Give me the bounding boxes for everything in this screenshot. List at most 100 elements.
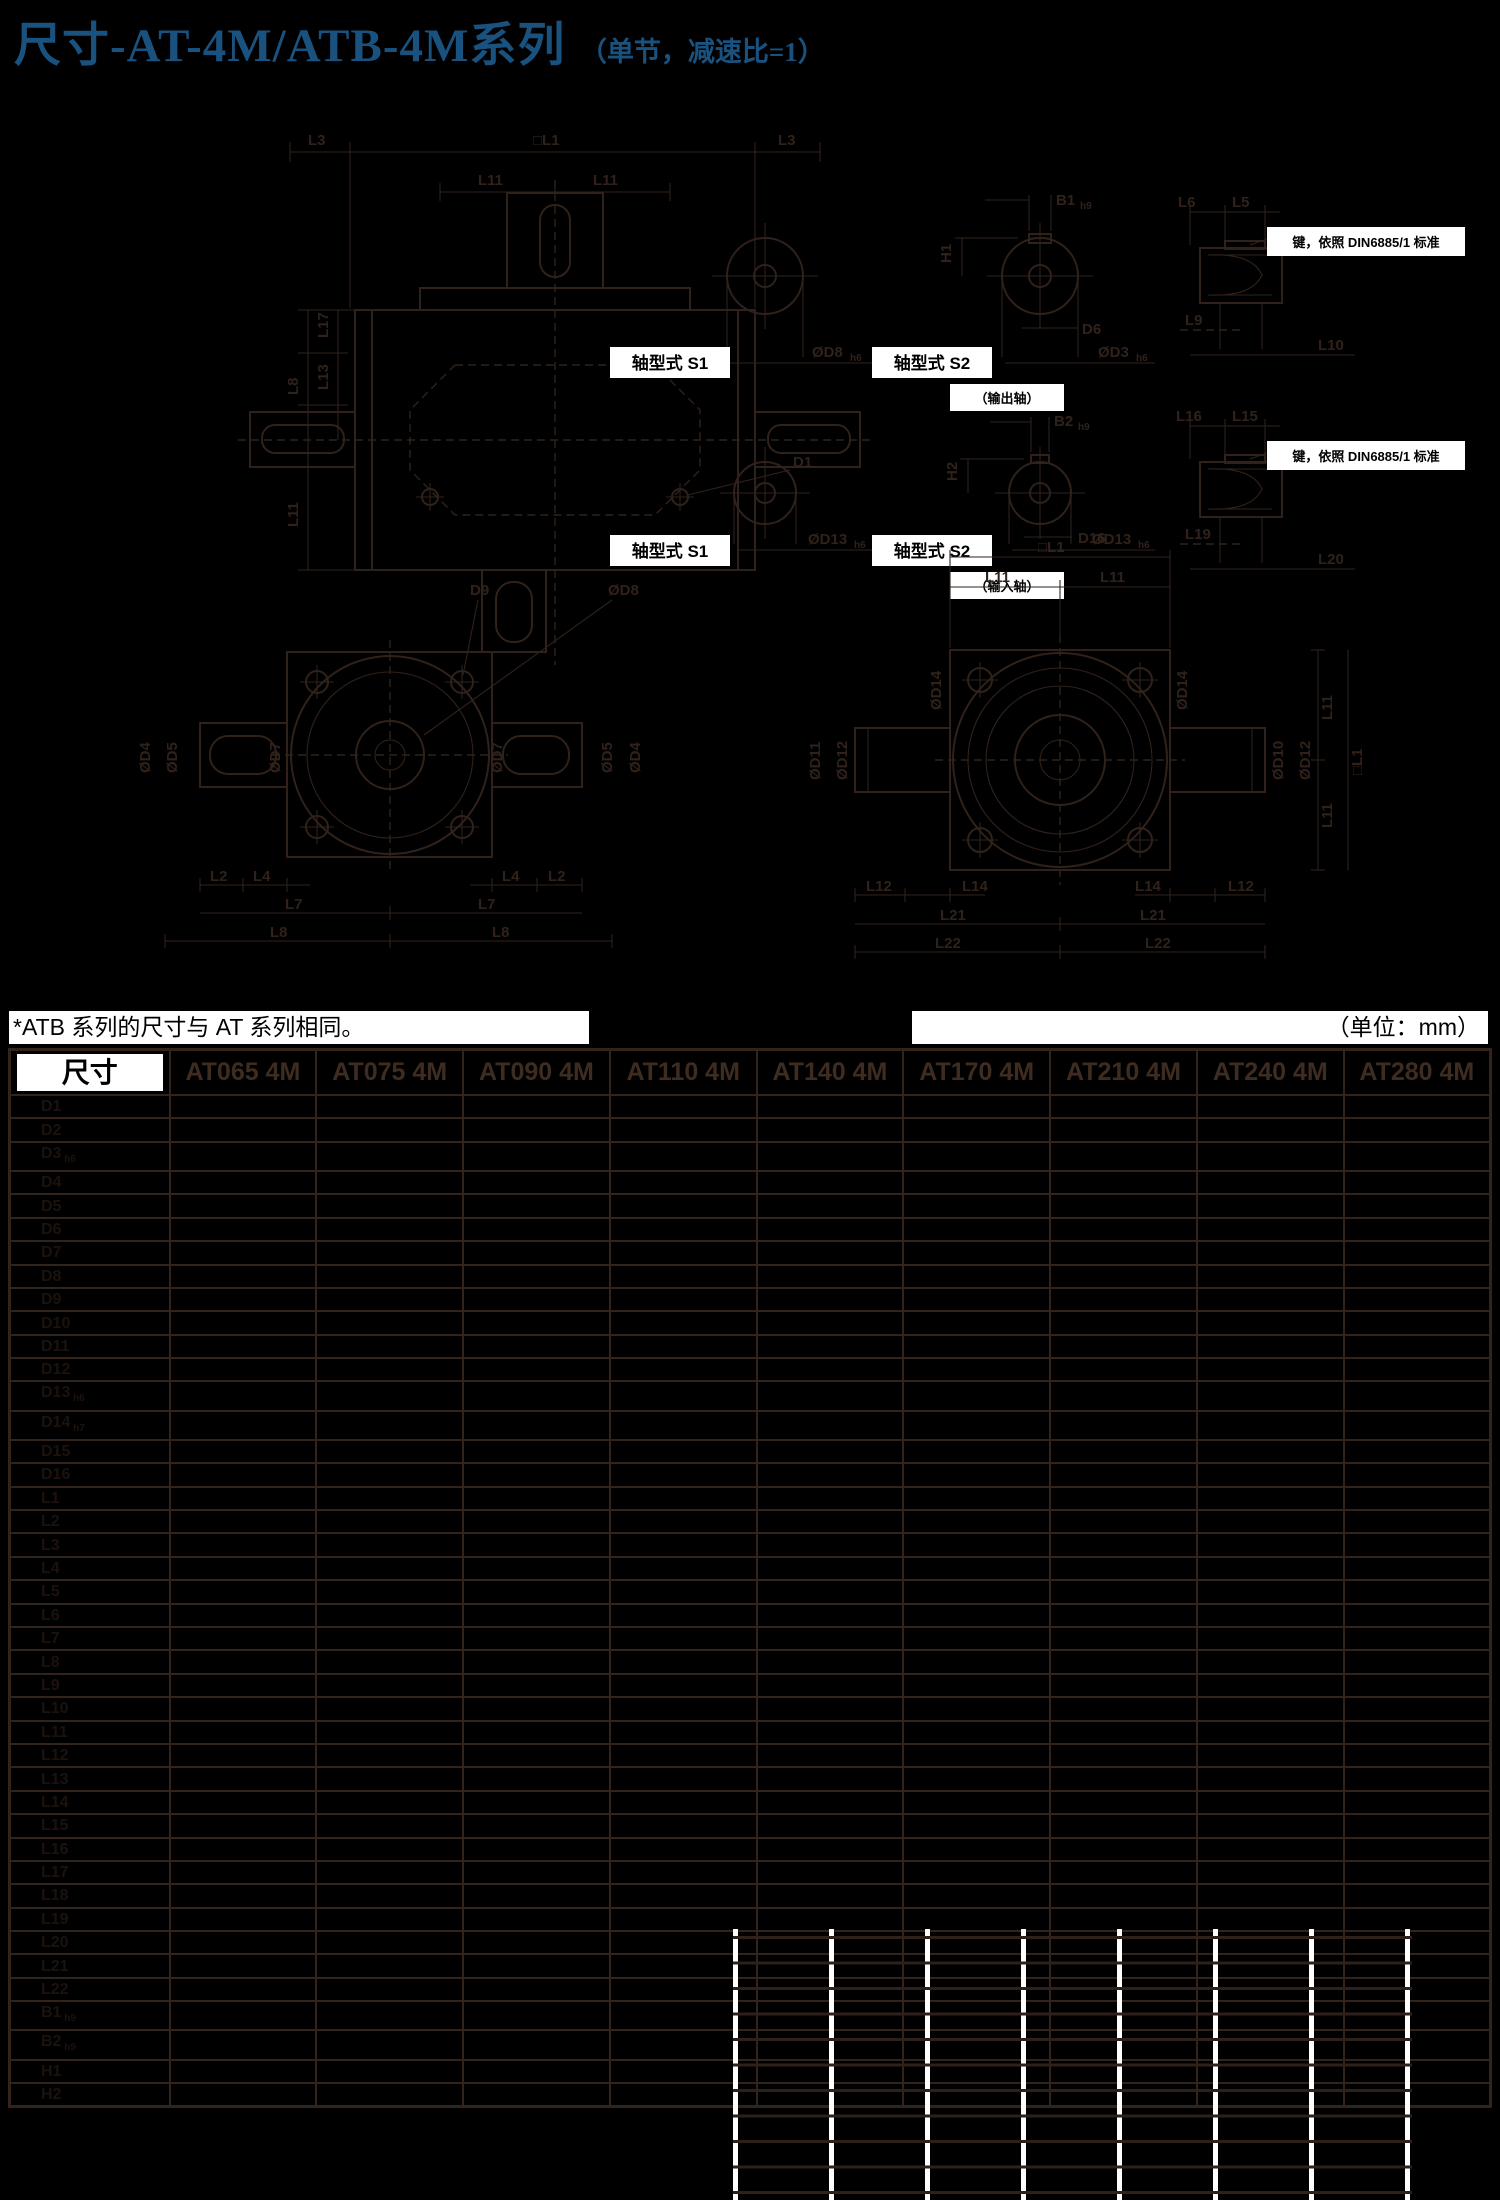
dimension-value-cell: [462, 1649, 611, 1675]
model-header-cell: AT090 4M: [462, 1048, 611, 1096]
dimension-value-cell: [168, 2082, 318, 2108]
dimension-value-cell: [168, 1286, 318, 1313]
dimension-value-cell: [1342, 1117, 1492, 1143]
dimension-value-cell: [315, 1438, 465, 1465]
dim-label: B1: [1056, 192, 1075, 209]
dimension-value-cell: [902, 1696, 1052, 1722]
dimension-value-cell: [1195, 1509, 1345, 1535]
dimension-value-cell: [315, 1719, 465, 1745]
dimension-value-cell: [608, 1789, 758, 1816]
dimension-label-cell: D16: [8, 1462, 171, 1488]
dimension-value-cell: [168, 1462, 318, 1488]
dimension-value-cell: [168, 1333, 318, 1360]
dimension-value-cell: [1195, 1485, 1345, 1512]
dimension-value-cell: [608, 1286, 758, 1313]
dimension-value-cell: [1195, 1117, 1345, 1143]
dimension-value-cell: [168, 1438, 318, 1465]
dimension-value-cell: [315, 2000, 465, 2032]
dimension-value-cell: [902, 1719, 1052, 1745]
key-din-note: 键，依照 DIN6885/1 标准: [1291, 235, 1439, 250]
shaft-style-s1-label: 轴型式 S1: [632, 353, 709, 373]
dimension-value-cell: [315, 1310, 465, 1336]
dimension-value-cell: [755, 1169, 905, 1196]
table-row: L3: [8, 1532, 1492, 1558]
table-row: L12: [8, 1742, 1492, 1769]
dimension-value-cell: [462, 1093, 611, 1120]
label-box: [1267, 227, 1465, 256]
dimension-value-cell: [608, 1409, 758, 1441]
model-header-cell: AT170 4M: [902, 1048, 1052, 1096]
dim-label: ØD12: [834, 741, 851, 780]
dimension-value-cell: [1342, 1193, 1492, 1219]
dimension-value-cell: [168, 1409, 318, 1441]
table-row: D15: [8, 1438, 1492, 1465]
dimension-value-cell: [608, 1742, 758, 1769]
dimension-value-cell: [1195, 1532, 1345, 1558]
dimension-value-cell: [1049, 1696, 1198, 1722]
dimension-value-cell: [608, 2082, 758, 2108]
dimension-value-cell: [1049, 1169, 1198, 1196]
dimension-value-cell: [1195, 1438, 1345, 1465]
dimension-value-cell: [1342, 1169, 1492, 1196]
dimension-value-cell: [315, 1216, 465, 1243]
tolerance-label: h9: [1078, 422, 1090, 433]
table-row: L15: [8, 1813, 1492, 1839]
dimension-value-cell: [1049, 1093, 1198, 1120]
dimension-value-cell: [462, 1906, 611, 1933]
key-detail-top-view: L6 L5 L9 L10 键，依照 DIN6885/1 标准: [1178, 194, 1465, 356]
table-row: L8: [8, 1649, 1492, 1675]
dimension-value-cell: [1195, 1462, 1345, 1488]
dimension-value-cell: [608, 1836, 758, 1862]
dimension-value-cell: [755, 1672, 905, 1699]
label-box: [610, 347, 730, 378]
dim-label: L10: [1318, 337, 1344, 354]
dim-label: L22: [935, 935, 961, 952]
dimension-value-cell: [755, 1859, 905, 1886]
dim-label: L11: [1100, 569, 1125, 586]
table-row: L4: [8, 1555, 1492, 1582]
dimension-value-cell: [315, 1859, 465, 1886]
dimension-value-cell: [315, 1485, 465, 1512]
dimension-value-cell: [462, 2058, 611, 2085]
dimension-value-cell: [1049, 1532, 1198, 1558]
dimension-label-cell: L22: [8, 1976, 171, 2003]
dimension-value-cell: [755, 1766, 905, 1792]
dimension-value-cell: [1342, 1216, 1492, 1243]
table-row: D4: [8, 1169, 1492, 1196]
dimension-value-cell: [608, 1263, 758, 1289]
dimension-value-cell: [902, 1263, 1052, 1289]
dimension-label-cell: L19: [8, 1906, 171, 1933]
dimension-value-cell: [168, 1117, 318, 1143]
dimension-value-cell: [462, 1333, 611, 1360]
dimension-value-cell: [315, 1140, 465, 1172]
dimension-value-cell: [902, 1813, 1052, 1839]
dimension-value-cell: [1195, 1555, 1345, 1582]
dim-label: L3: [308, 132, 326, 149]
dimension-value-cell: [315, 1883, 465, 1909]
table-row: D1: [8, 1093, 1492, 1120]
dimension-value-cell: [462, 1263, 611, 1289]
dimension-label-cell: D3 h6: [8, 1140, 171, 1172]
dimension-value-cell: [1195, 1240, 1345, 1266]
dimension-value-cell: [608, 1953, 758, 1979]
dimension-value-cell: [1049, 1789, 1198, 1816]
dimension-value-cell: [902, 1333, 1052, 1360]
dimension-value-cell: [1049, 1602, 1198, 1629]
dimension-value-cell: [462, 1555, 611, 1582]
dimension-value-cell: [315, 1696, 465, 1722]
dimension-value-cell: [315, 1117, 465, 1143]
dimension-value-cell: [755, 1555, 905, 1582]
label-box: [610, 535, 730, 566]
dimension-value-cell: [462, 1509, 611, 1535]
dimension-value-cell: [462, 1579, 611, 1605]
size-header-cell: 尺寸: [8, 1048, 171, 1096]
dim-label: L7: [478, 896, 496, 913]
dimension-value-cell: [1342, 1263, 1492, 1289]
table-row: D10: [8, 1310, 1492, 1336]
dimension-value-cell: [168, 1555, 318, 1582]
dimension-value-cell: [315, 1555, 465, 1582]
dimension-value-cell: [1049, 1859, 1198, 1886]
dimension-value-cell: [902, 1310, 1052, 1336]
dimension-value-cell: [1342, 1532, 1492, 1558]
